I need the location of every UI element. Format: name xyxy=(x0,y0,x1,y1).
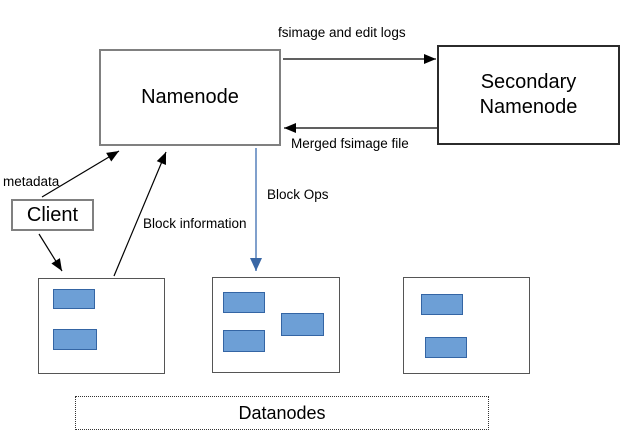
namenode-box: Namenode xyxy=(99,49,281,146)
datanodes-group-label: Datanodes xyxy=(238,402,326,423)
block-information-label: Block information xyxy=(143,216,247,231)
client-box: Client xyxy=(11,199,94,231)
data-block xyxy=(425,337,467,358)
data-block xyxy=(281,313,324,336)
client-label: Client xyxy=(26,203,79,226)
namenode-label: Namenode xyxy=(141,86,239,108)
client-to-datanode-arrow xyxy=(38,233,63,272)
datanode-box-3 xyxy=(403,277,530,374)
datanodes-group-box: Datanodes xyxy=(75,396,489,430)
data-block xyxy=(223,292,265,313)
data-block xyxy=(53,289,95,309)
data-block xyxy=(53,329,97,350)
data-block xyxy=(223,330,265,352)
secondary-namenode-box: Secondary Namenode xyxy=(437,45,620,145)
data-block xyxy=(421,294,463,315)
block-information-arrow xyxy=(113,151,167,277)
merged-fsimage-label: Merged fsimage file xyxy=(291,136,409,151)
block-ops-label: Block Ops xyxy=(267,187,329,202)
fsimage-edit-logs-label: fsimage and edit logs xyxy=(278,25,406,40)
datanode-box-2 xyxy=(212,277,340,373)
datanode-box-1 xyxy=(38,278,165,374)
metadata-label: metadata xyxy=(3,174,60,189)
secondary-namenode-label: Secondary Namenode xyxy=(479,71,578,118)
